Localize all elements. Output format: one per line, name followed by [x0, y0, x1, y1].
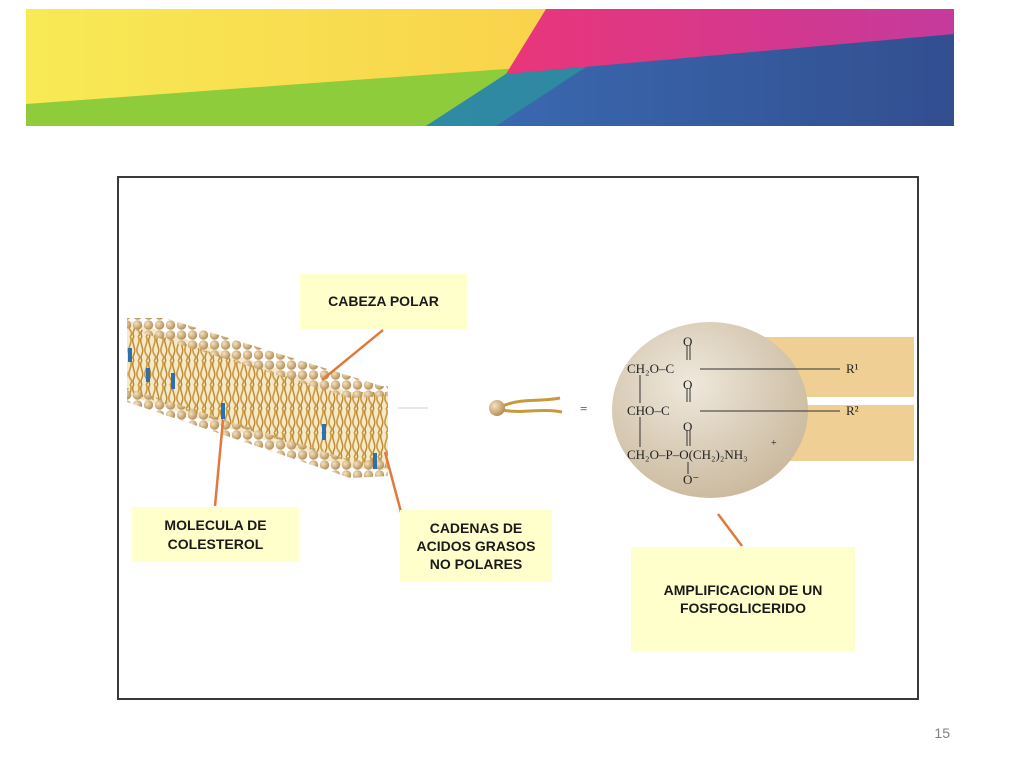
page-number: 15	[934, 725, 950, 741]
formula-row1: CH₂O–C	[627, 361, 674, 376]
label-amplificacion-line2: FOSFOGLICERIDO	[679, 600, 806, 616]
phospholipid-head	[489, 400, 505, 416]
cholesterol-molecule	[171, 373, 175, 389]
pointer-cabeza-polar	[321, 329, 384, 381]
magnified-head	[612, 322, 808, 498]
single-phospholipid	[398, 396, 563, 416]
formula-r2: R²	[846, 403, 859, 418]
label-amplificacion: AMPLIFICACION DE UN FOSFOGLICERIDO	[631, 547, 855, 651]
label-cadenas-acidos: CADENAS DE ACIDOS GRASOS NO POLARES	[400, 510, 552, 582]
bilayer-bottom-surface	[127, 388, 388, 478]
cholesterol-molecule	[373, 453, 377, 469]
formula-plus: +	[771, 438, 777, 449]
label-cabeza-polar: CABEZA POLAR	[300, 274, 467, 329]
pointer-amplificacion	[717, 513, 743, 547]
label-colesterol-line2: COLESTEROL	[167, 535, 264, 552]
formula-row2: CHO–C	[627, 403, 670, 418]
cholesterol-molecule	[221, 403, 225, 419]
formula-r1: R¹	[846, 361, 859, 376]
formula-o-minus: O⁻	[683, 472, 699, 487]
formula-o-p: O	[683, 419, 692, 434]
cholesterol-molecule	[146, 368, 150, 382]
equals-sign: =	[580, 401, 587, 416]
label-cadenas-line1: CADENAS DE	[429, 519, 523, 536]
label-cabeza-polar-text: CABEZA POLAR	[328, 293, 439, 310]
bilayer-top-surface	[127, 318, 388, 390]
cholesterol-molecule	[322, 424, 326, 440]
pointer-colesterol	[213, 419, 225, 507]
label-cadenas-line3: NO POLARES	[429, 556, 523, 573]
pointer-lines	[213, 329, 743, 547]
cholesterol-molecule	[128, 348, 132, 362]
structural-formula	[639, 345, 840, 474]
label-amplificacion-line1: AMPLIFICACION DE UN	[663, 581, 823, 598]
label-cadenas-line2: ACIDOS GRASOS	[416, 537, 536, 554]
formula-row3: CH₂O–P–O(CH₂)₂NH₃	[627, 447, 748, 462]
formula-o-top: O	[683, 334, 692, 349]
label-molecula-colesterol: MOLECULA DE COLESTEROL	[132, 507, 299, 562]
lipid-bilayer	[127, 318, 388, 478]
label-colesterol-line1: MOLECULA DE	[164, 517, 267, 534]
header-banner	[26, 9, 954, 126]
formula-o-mid: O	[683, 377, 692, 392]
